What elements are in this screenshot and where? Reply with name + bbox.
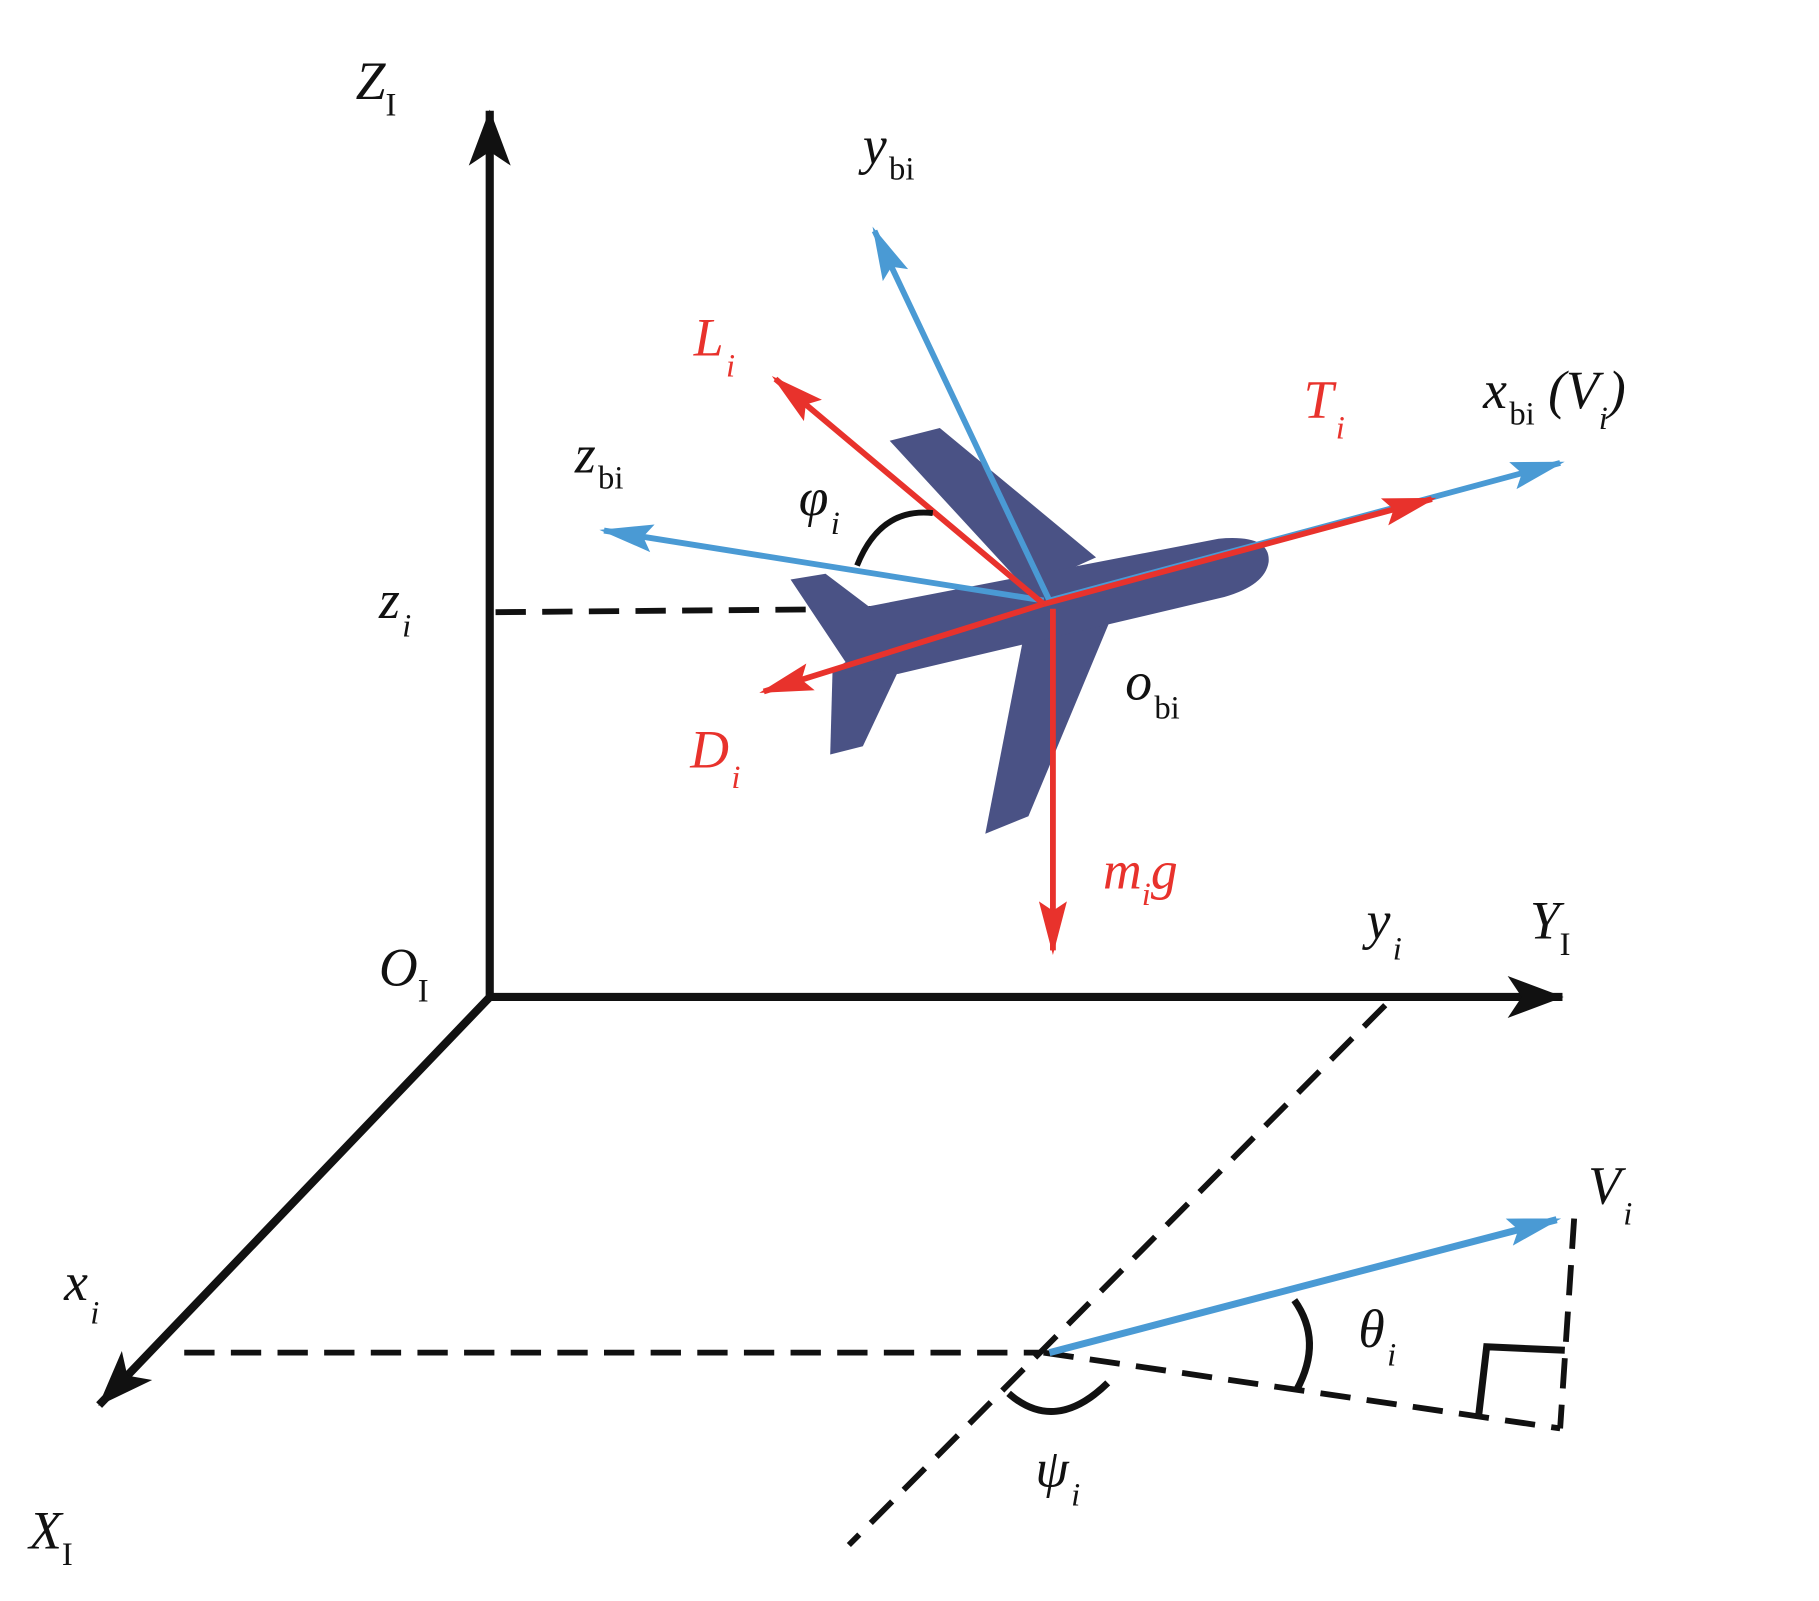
right-angle-mark <box>1475 1343 1565 1418</box>
inertial-axes <box>96 109 1564 1408</box>
gravity-label: mig <box>1103 841 1178 913</box>
x-i-label: xi <box>63 1252 99 1331</box>
theta-arc <box>1291 1298 1313 1392</box>
psi-arc <box>1006 1380 1111 1415</box>
x-body-label: xbi (Vi) <box>1482 360 1626 437</box>
phi-arc <box>854 509 934 567</box>
aircraft-silhouette <box>790 427 1269 834</box>
z-body-axis <box>599 524 1045 604</box>
velocity-vector <box>1048 1216 1562 1356</box>
thrust-label: Ti <box>1304 369 1345 446</box>
psi-label: ψi <box>1035 1439 1080 1514</box>
lift-vector <box>771 375 1046 607</box>
y-body-label: ybi <box>858 115 915 187</box>
theta-label: θi <box>1358 1299 1396 1374</box>
forces <box>759 375 1437 955</box>
thrust-vector <box>1042 496 1437 607</box>
drag-vector <box>759 601 1045 695</box>
z-body-label: zbi <box>574 424 624 496</box>
velocity-label: Vi <box>1588 1155 1632 1232</box>
lift-label: Li <box>693 308 735 385</box>
x-axis <box>96 991 496 1408</box>
x-axis-label: XI <box>27 1501 73 1573</box>
y-body-axis <box>871 226 1053 602</box>
origin-label: OI <box>379 937 429 1009</box>
drag-label: Di <box>689 719 740 796</box>
y-axis-label: YI <box>1530 891 1571 963</box>
z-axis-label: ZI <box>356 51 397 123</box>
phi-label: φi <box>799 467 840 542</box>
y-i-label: yi <box>1362 891 1402 968</box>
body-frame-axes <box>599 226 1565 604</box>
projection-lines <box>184 604 1578 1548</box>
body-origin-label: obi <box>1125 652 1180 727</box>
z-i-label: zi <box>378 570 411 645</box>
